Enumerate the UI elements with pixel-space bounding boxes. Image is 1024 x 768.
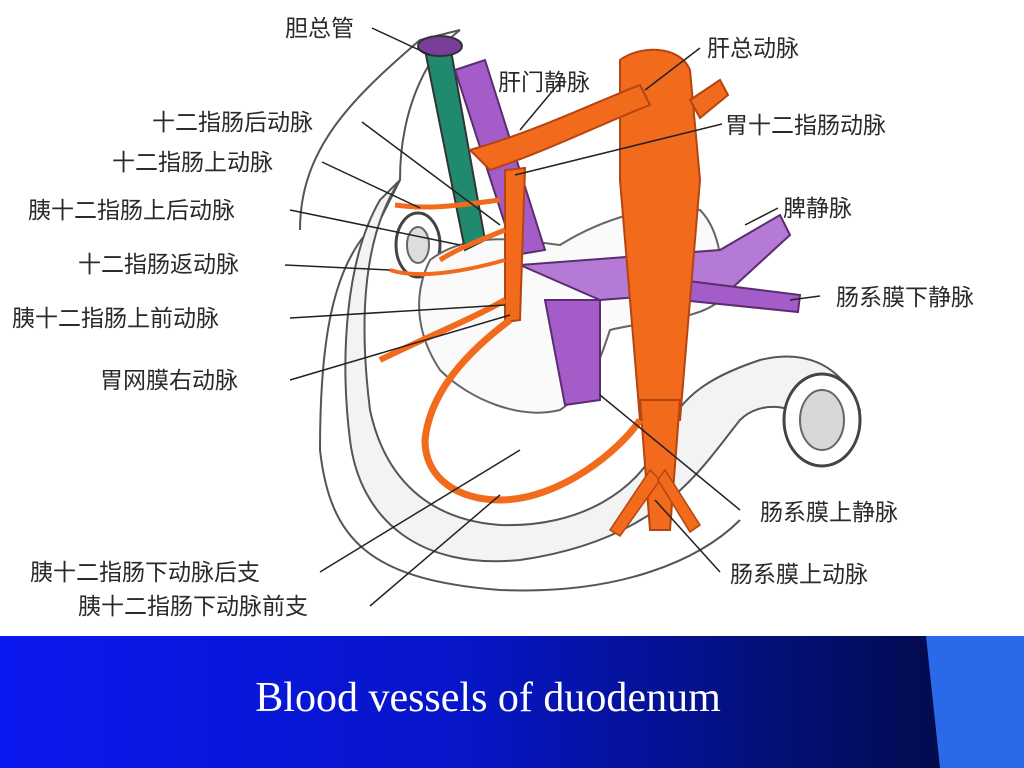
label-anterior-inferior-pd-branch: 胰十二指肠下动脉前支 (78, 594, 308, 620)
label-splenic-vein: 脾静脉 (783, 196, 852, 222)
label-common-hepatic-artery: 肝总动脉 (707, 36, 799, 62)
hepatic-artery-branch (688, 78, 730, 120)
label-posterior-inferior-pd-branch: 胰十二指肠下动脉后支 (30, 560, 260, 586)
recurrent-duodenal-artery (389, 258, 506, 277)
supraduodenal-artery (394, 197, 501, 210)
footer-accent-notch (926, 636, 940, 768)
pancreaticoduodenal-arcade (421, 317, 643, 504)
gastroduodenal-artery (504, 166, 527, 324)
peritoneal-outline (299, 29, 741, 592)
label-supraduodenal-artery: 十二指肠上动脉 (112, 150, 273, 176)
label-recurrent-duodenal-artery: 十二指肠返动脉 (78, 252, 239, 278)
superior-mesenteric-vein (543, 299, 601, 407)
anatomy-illustration: 胆总管 肝总动脉 肝门静脉 十二指肠后动脉 胃十二指肠动脉 十二指肠上动脉 胰十… (12, 16, 974, 620)
right-gastroepiploic-artery (378, 297, 507, 363)
label-superior-mesenteric-artery: 肠系膜上动脉 (730, 562, 868, 588)
anatomy-figure: 胆总管 肝总动脉 肝门静脉 十二指肠后动脉 胃十二指肠动脉 十二指肠上动脉 胰十… (12, 16, 974, 620)
label-anterior-superior-pd-artery: 胰十二指肠上前动脉 (12, 306, 219, 332)
label-posterior-superior-pd-artery: 胰十二指肠上后动脉 (28, 198, 235, 224)
duodenum (344, 179, 862, 563)
label-portal-vein: 肝门静脉 (498, 70, 590, 96)
label-retroduodenal-artery: 十二指肠后动脉 (152, 110, 313, 136)
label-inferior-mesenteric-vein: 肠系膜下静脉 (836, 285, 974, 311)
label-bile-duct: 胆总管 (285, 16, 354, 42)
label-superior-mesenteric-vein: 肠系膜上静脉 (760, 500, 898, 526)
leader-lines (284, 27, 821, 607)
label-gastroduodenal-artery: 胃十二指肠动脉 (725, 113, 886, 139)
retroduodenal-artery (438, 227, 506, 263)
common-hepatic-artery (468, 83, 652, 172)
title-bar (0, 636, 1024, 768)
slide-caption: Blood vessels of duodenum (255, 675, 721, 721)
label-right-gastroepiploic-artery: 胃网膜右动脉 (100, 368, 238, 394)
footer-accent-tab (940, 636, 1024, 768)
